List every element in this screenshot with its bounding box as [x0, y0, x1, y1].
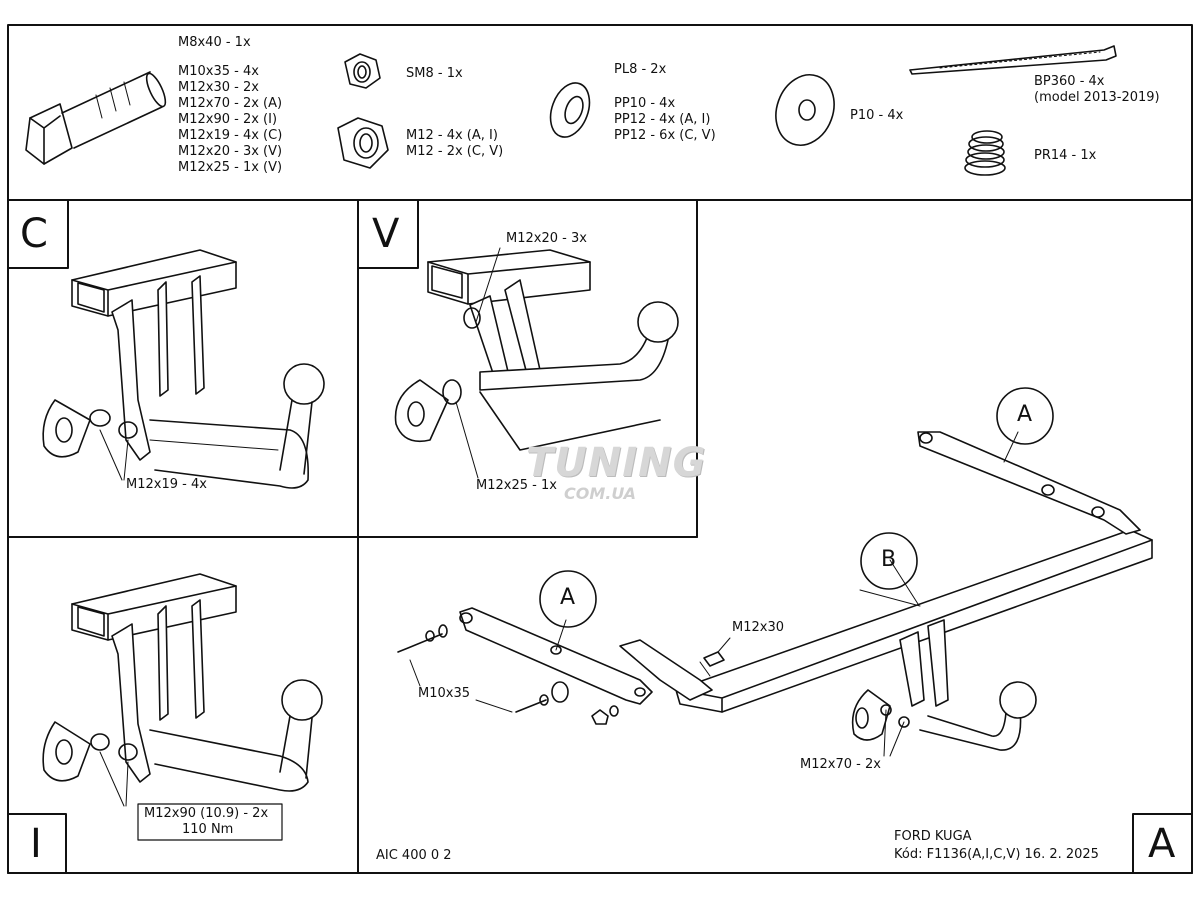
frame-lines [7, 24, 1193, 874]
cable-tie-note: (model 2013-2019) [1034, 90, 1160, 105]
watermark-subtitle: COM.UA [564, 484, 636, 503]
bolt-label: M12x20 - 3x (V) [178, 144, 283, 159]
drawing-code: AIC 400 0 2 [376, 848, 452, 863]
bolt-label: M12x70 - 2x (A) [178, 96, 283, 111]
callout-v-top: M12x20 - 3x [506, 231, 587, 246]
washer-pl8-label: PL8 - 2x [614, 62, 667, 77]
callout-i-torque: 110 Nm [182, 822, 234, 837]
cable-tie-label: BP360 - 4x [1034, 74, 1105, 89]
part-code-date: Kód: F1136(A,I,C,V) 16. 2. 2025 [894, 847, 1099, 862]
balloon-a-right: A [1017, 402, 1033, 427]
nut-sm8-icon [344, 53, 381, 89]
spring-icon [964, 130, 1006, 176]
nut-m12-icon [337, 117, 389, 169]
balloon-circles [539, 387, 1054, 628]
sheet-letter: A [1148, 821, 1176, 867]
panel-letter-i: I [30, 821, 42, 867]
nut-m12-labels: M12 - 4x (A, I) M12 - 2x (C, V) [406, 128, 503, 160]
callout-m12x30: M12x30 [732, 620, 784, 635]
bolt-label: M12x19 - 4x (C) [178, 128, 283, 143]
towbar-a-exploded-drawing [397, 431, 1153, 757]
callout-c: M12x19 - 4x [126, 477, 207, 492]
bolt-label: M8x40 - 1x [178, 35, 251, 50]
washer-pp-label: PP12 - 6x (C, V) [614, 128, 716, 143]
bolt-label: M12x25 - 1x (V) [178, 160, 283, 175]
cable-tie-icon [909, 45, 1117, 75]
washer-pp-label: PP10 - 4x [614, 96, 676, 111]
nut-m12-label: M12 - 4x (A, I) [406, 128, 498, 143]
panel-letter-c: C [20, 211, 48, 257]
bolt-icon [25, 71, 167, 165]
towbar-v-drawing [394, 247, 679, 479]
callout-m10x35: M10x35 [418, 686, 470, 701]
callout-i-bolt: M12x90 (10.9) - 2x [144, 806, 269, 821]
balloon-a-left: A [560, 585, 576, 610]
callout-m12x70: M12x70 - 2x [800, 757, 881, 772]
bolt-label: M10x35 - 4x [178, 64, 259, 79]
cable-tie-labels: BP360 - 4x (model 2013-2019) [1034, 74, 1160, 106]
panel-letter-v: V [372, 211, 400, 257]
nut-sm8-label: SM8 - 1x [406, 66, 463, 81]
washer-pp-label: PP12 - 4x (A, I) [614, 112, 711, 127]
washer-p10-icon [775, 74, 835, 146]
spring-label: PR14 - 1x [1034, 148, 1097, 163]
bolt-label: M12x30 - 2x [178, 80, 259, 95]
watermark-title: TUNING [526, 440, 707, 486]
washer-pp-labels: PP10 - 4x PP12 - 4x (A, I) PP12 - 6x (C,… [614, 96, 716, 144]
balloon-b: B [881, 547, 897, 572]
washer-pp-icon [549, 82, 591, 138]
washer-p10-label: P10 - 4x [850, 108, 904, 123]
vehicle-model: FORD KUGA [894, 829, 972, 844]
bolt-list: M8x40 - 1x M10x35 - 4x M12x30 - 2x M12x7… [178, 35, 282, 176]
callout-v-bottom: M12x25 - 1x [476, 478, 557, 493]
bolt-label: M12x90 - 2x (I) [178, 112, 278, 127]
towbar-c-drawing [42, 249, 325, 489]
towbar-i-drawing [42, 573, 323, 841]
nut-m12-label: M12 - 2x (C, V) [406, 144, 504, 159]
